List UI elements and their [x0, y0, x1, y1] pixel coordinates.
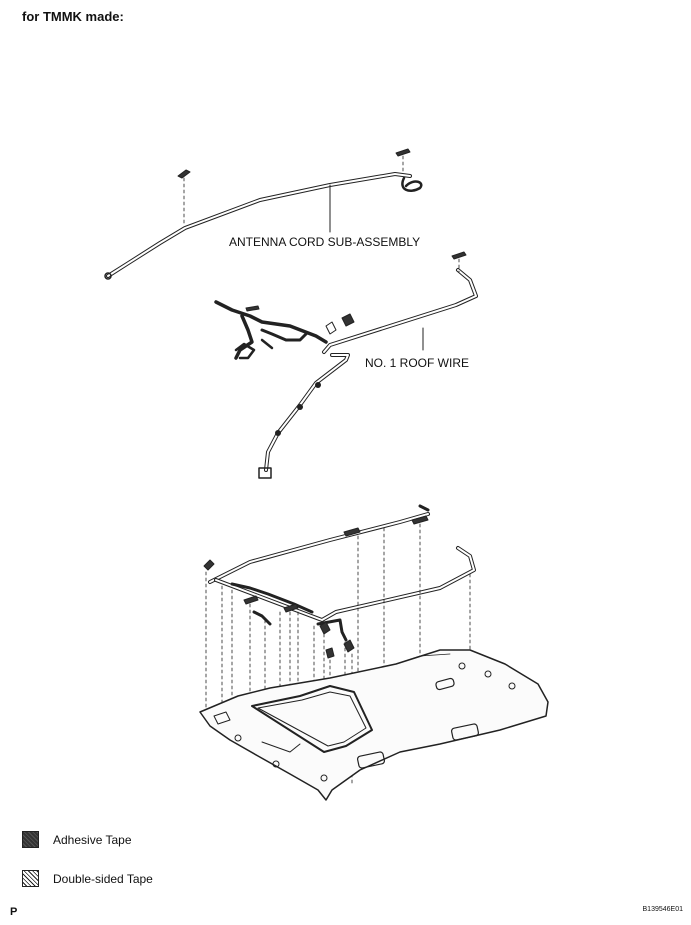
- antenna-tape-right: [395, 148, 411, 173]
- adhesive-tape-swatch-icon: [22, 831, 39, 848]
- roof-headliner: [199, 649, 549, 801]
- page-heading: for TMMK made:: [22, 9, 124, 24]
- assembled-roof-wire: [214, 546, 476, 642]
- assembled-antenna-cord: [208, 504, 430, 584]
- page-letter: P: [10, 906, 18, 918]
- antenna-cord-label: ANTENNA CORD SUB-ASSEMBLY: [229, 235, 421, 249]
- double-sided-tape-label: Double-sided Tape: [53, 871, 153, 886]
- adhesive-tape-label: Adhesive Tape: [53, 832, 132, 847]
- figure-code: B139546E01: [642, 906, 683, 913]
- roof-wire-tapes: [245, 251, 467, 335]
- lower-tapes: [203, 515, 429, 659]
- legend-adhesive-tape: Adhesive Tape: [22, 831, 132, 848]
- antenna-tape-left: [177, 169, 191, 225]
- roof-wire: [214, 268, 478, 479]
- roof-wire-label: NO. 1 ROOF WIRE: [365, 356, 470, 370]
- double-sided-tape-swatch-icon: [22, 870, 39, 887]
- antenna-cord: [104, 172, 423, 280]
- legend-double-sided-tape: Double-sided Tape: [22, 870, 153, 887]
